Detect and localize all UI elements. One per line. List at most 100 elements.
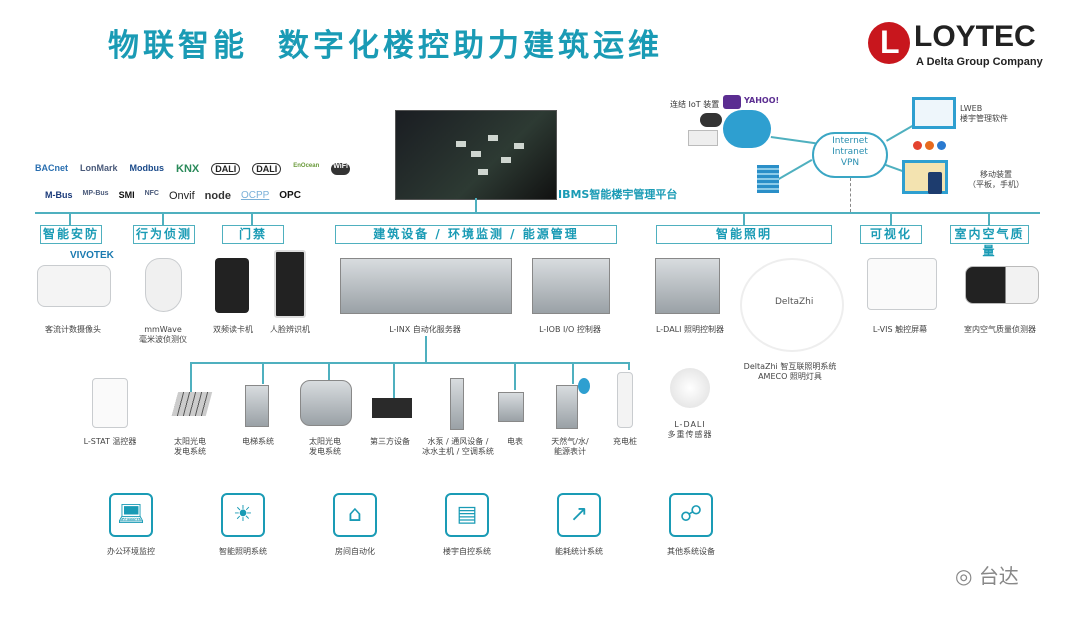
protocol-logo: MP-Bus — [82, 190, 109, 197]
device-label-line: 冰水主机 / 空调系统 — [422, 447, 494, 456]
protocol-logo: DALI — [211, 163, 241, 175]
category-building-equipment: 建筑设备 / 环境监测 / 能源管理 — [335, 225, 617, 244]
protocol-logo: SMI — [118, 190, 135, 200]
system-label: 房间自动化 — [335, 547, 375, 556]
l-iob-controller — [532, 258, 610, 314]
lweb-title: LWEB — [960, 104, 983, 113]
protocol-logo: KNX — [176, 163, 200, 175]
deltazhi-label: DeltaZhi — [775, 297, 814, 307]
device-label: 水泵 / 通风设备 /冰水主机 / 空调系统 — [418, 437, 498, 457]
connection-line — [770, 136, 816, 144]
system-item: 💻︎办公环境监控 — [75, 493, 187, 557]
device-label: 天然气/水/能源表计 — [540, 437, 600, 457]
yahoo-icon — [723, 95, 741, 109]
card-reader — [215, 258, 249, 313]
device-label-line: 发电系统 — [309, 447, 341, 456]
system-item: ▤楼宇自控系统 — [411, 493, 523, 557]
l-inx-server — [340, 258, 512, 314]
mobile-label: 移动装置（平板，手机） — [968, 170, 1024, 190]
pump-gauge — [450, 378, 464, 430]
system-item: ☍其他系统设备 — [635, 493, 747, 557]
system-icons-row: 💻︎办公环境监控 ☀︎智能照明系统 ⌂房间自动化 ▤楼宇自控系统 ↗能耗统计系统… — [75, 493, 747, 557]
loytec-logo-icon — [868, 22, 910, 64]
iot-label: 连结 IoT 装置 — [670, 100, 720, 109]
water-drop-icon — [578, 378, 590, 394]
protocol-logo: OCPP — [240, 190, 270, 201]
category-air-quality: 室内空气质量 — [950, 225, 1029, 258]
protocol-logo: NFC — [144, 190, 159, 197]
title-part2: 数字化楼控助力建筑运维 — [278, 28, 663, 64]
mobile-title: 移动装置 — [980, 170, 1012, 179]
product-label-line: AMECO 照明灯具 — [758, 372, 822, 381]
watermark: ◎ 台达 — [955, 560, 1019, 589]
device-label-line: 太阳光电 — [309, 437, 341, 446]
cloud-line: Intranet — [832, 147, 868, 157]
people-counter-camera — [37, 265, 111, 307]
building-icon: ▤ — [445, 493, 489, 537]
device-label: 充电桩 — [613, 437, 637, 446]
protocol-logo: Onvif — [168, 190, 195, 202]
protocol-logo: BACnet — [35, 163, 68, 173]
system-item: ☀︎智能照明系统 — [187, 493, 299, 557]
device-label-line: 水泵 / 通风设备 / — [427, 437, 489, 446]
home-icon: ⌂ — [333, 493, 377, 537]
device-label: L-STAT 温控器 — [83, 437, 137, 446]
protocol-logo: M-Bus — [45, 190, 73, 200]
firefox-icon — [925, 141, 934, 150]
yahoo-label: YAHOO! — [744, 96, 780, 105]
electric-meter — [498, 392, 524, 422]
bus-connector — [425, 336, 427, 362]
network-icon: ☍ — [669, 493, 713, 537]
mmwave-sensor — [145, 258, 182, 312]
device-label-line: L-DALI — [674, 420, 706, 429]
product-label: 室内空气质量侦测器 — [964, 325, 1036, 334]
device-label: 电表 — [507, 437, 523, 446]
bus-drop — [328, 362, 330, 384]
device-label: 太阳光电发电系统 — [295, 437, 355, 457]
bus-drop — [393, 362, 395, 398]
system-item: ⌂ 房间自动化 — [299, 493, 411, 557]
device-label-line: 能源表计 — [554, 447, 586, 456]
bus-connector — [69, 212, 71, 225]
bus-drop — [190, 362, 192, 392]
bus-connector — [251, 212, 253, 225]
internet-cloud: Internet Intranet VPN — [812, 132, 888, 178]
bus-connector — [475, 198, 477, 212]
bus-connector — [162, 212, 164, 225]
protocol-logo: OPC — [279, 190, 301, 201]
page-title: 物联智能数字化楼控助力建筑运维 — [108, 20, 663, 65]
product-label: L-IOB I/O 控制器 — [539, 325, 601, 334]
vivotek-logo: VIVOTEK — [70, 250, 114, 261]
edge-icon — [937, 141, 946, 150]
product-label: 客流计数摄像头 — [45, 325, 101, 334]
browser-icons — [913, 141, 946, 150]
logo-subtitle: A Delta Group Company — [916, 56, 1043, 68]
bulb-icon: ☀︎ — [221, 493, 265, 537]
elevator — [245, 385, 269, 427]
l-stat-thermostat — [92, 378, 128, 428]
bus-drop — [262, 362, 264, 384]
chiller-fan — [300, 380, 352, 426]
projector-icon — [688, 130, 718, 146]
cloud-line: Internet — [832, 136, 868, 146]
protocol-logo: Modbus — [129, 163, 165, 173]
laptop-icon — [912, 97, 956, 129]
bus-drop — [628, 362, 630, 370]
l-dali-controller — [655, 258, 720, 314]
solar-panel — [171, 392, 213, 416]
bus-connector — [988, 212, 990, 225]
product-label-line: 毫米波侦测仪 — [139, 335, 187, 344]
product-label: L-DALI 照明控制器 — [655, 325, 725, 334]
laptop-icon: 💻︎ — [109, 493, 153, 537]
field-bus-line — [190, 362, 630, 364]
device-label-line: 太阳光电 — [174, 437, 206, 446]
chart-icon: ↗ — [557, 493, 601, 537]
device-label-line: 发电系统 — [174, 447, 206, 456]
air-quality-sensor — [965, 266, 1039, 304]
third-party-device — [372, 398, 412, 418]
product-label: L-VIS 触控屏幕 — [872, 325, 928, 334]
